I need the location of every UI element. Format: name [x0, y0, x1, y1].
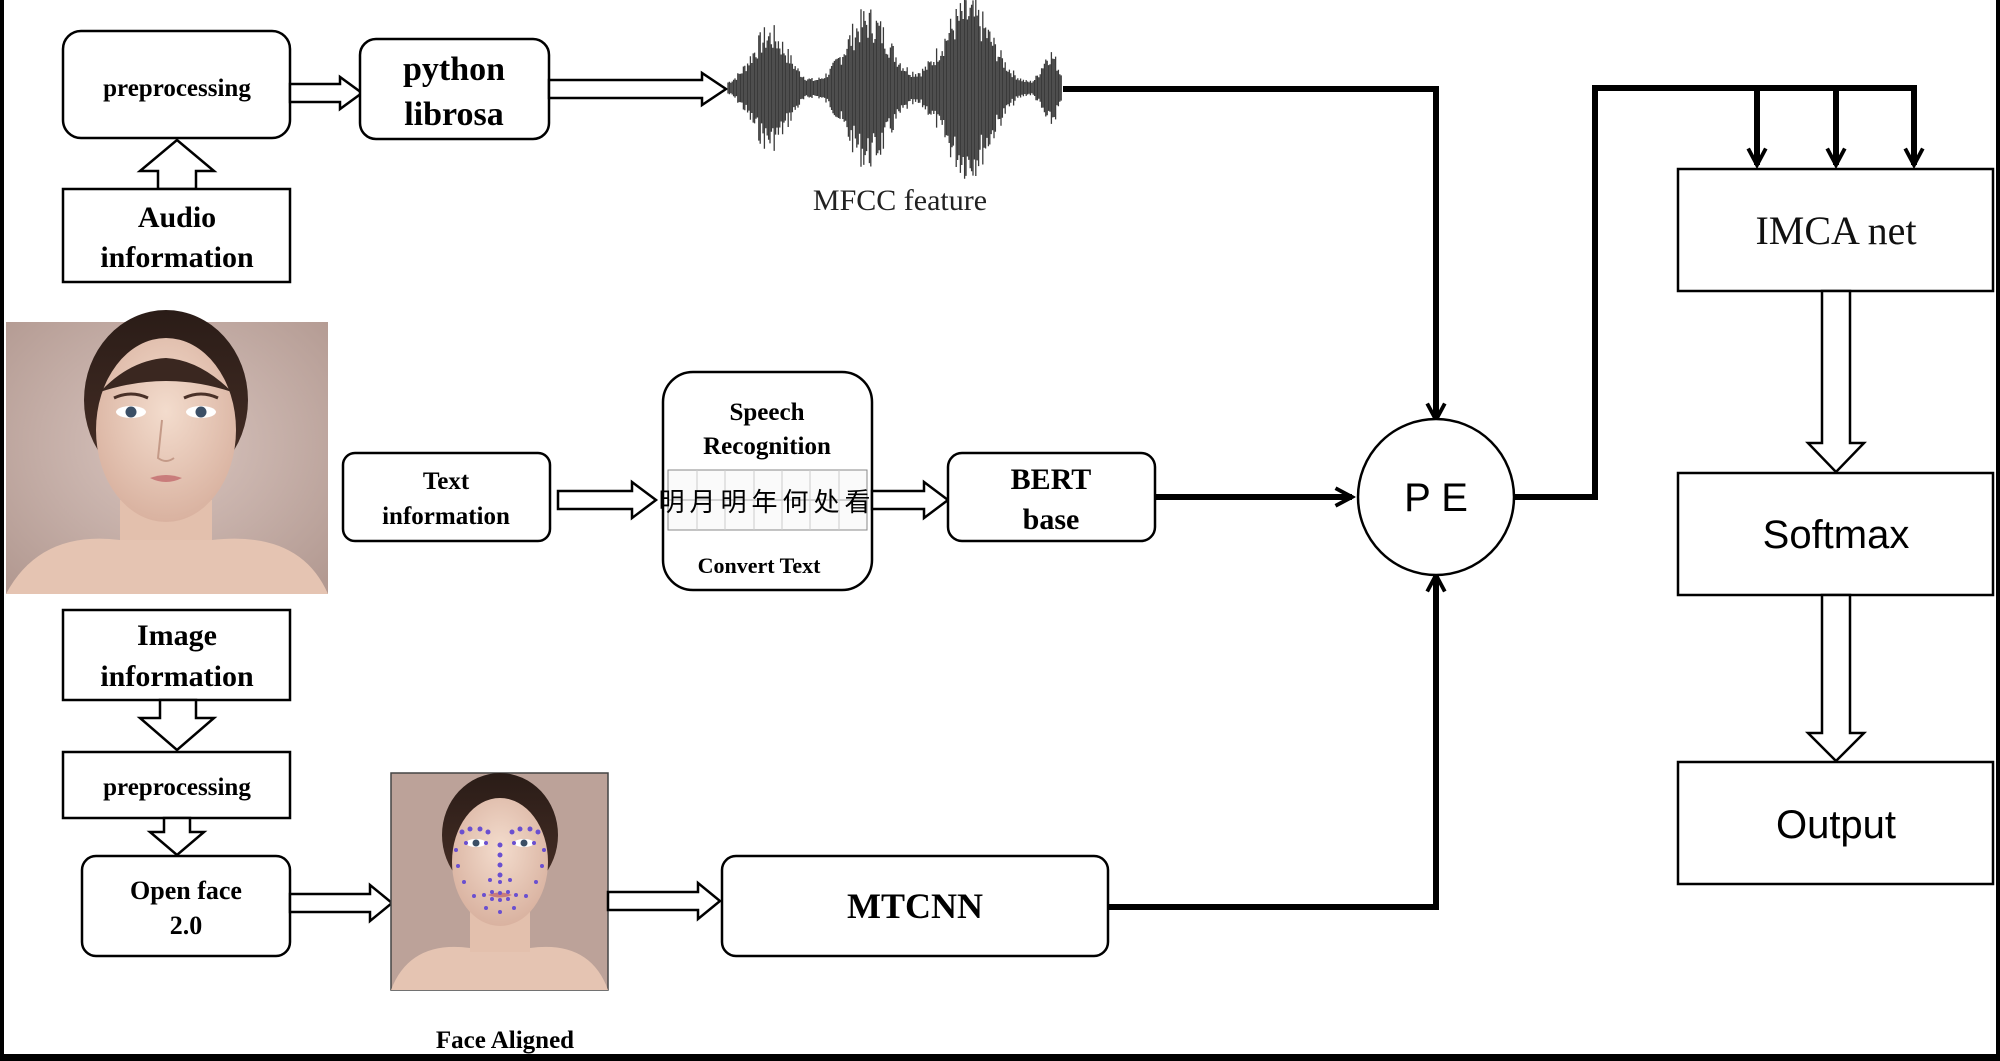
- arrow-mfcc-to-pe: [1063, 86, 1436, 420]
- speech-label: Speech: [730, 399, 805, 426]
- audio-information-box: Audio information: [61, 187, 292, 284]
- text-information-box: Text information: [341, 451, 552, 543]
- waveform-trace: [727, 0, 1062, 179]
- face-aligned-caption: Face Aligned: [436, 1027, 574, 1054]
- python-librosa-box: python librosa: [358, 37, 551, 141]
- face-landmarks: [454, 826, 546, 914]
- softmax-box: Softmax: [1676, 471, 1995, 597]
- face-photo: [6, 310, 328, 594]
- aligned-face-photo: [390, 772, 609, 991]
- hollow-arrow-librosa-to-waveform: [547, 70, 729, 108]
- pe-fusion-node: P E: [1356, 417, 1516, 577]
- text-info-line2: information: [382, 503, 510, 530]
- output-box: Output: [1676, 760, 1995, 886]
- hollow-arrow-aligned-to-mtcnn: [606, 880, 722, 922]
- pe-label: P E: [1404, 476, 1468, 520]
- bert-base-box: BERT base: [946, 451, 1157, 543]
- output-label: Output: [1776, 803, 1896, 847]
- mtcnn-label: MTCNN: [847, 886, 983, 926]
- softmax-label: Softmax: [1763, 513, 1910, 557]
- python-label: python: [403, 51, 505, 88]
- librosa-label: librosa: [404, 96, 504, 133]
- hollow-arrow-imca-to-softmax: [1805, 289, 1867, 474]
- recognition-label: Recognition: [703, 433, 831, 460]
- image-info-line2: information: [100, 660, 254, 693]
- mfcc-waveform: [727, 0, 1062, 179]
- chinese-sample-text: 明月明年何处看: [658, 488, 875, 517]
- image-info-line1: Image: [137, 619, 217, 652]
- audio-preprocessing-box: preprocessing: [61, 29, 292, 140]
- open-face-label: Open face: [130, 876, 242, 905]
- hollow-arrow-audio-pre-to-librosa: [288, 74, 365, 112]
- imca-net-box: IMCA net: [1676, 167, 1995, 293]
- audio-info-line2: information: [100, 241, 254, 274]
- image-information-box: Image information: [61, 608, 292, 702]
- mtcnn-box: MTCNN: [720, 854, 1110, 958]
- hollow-arrow-text-to-asr: [556, 479, 659, 521]
- chinese-text-strip: 明月明年何处看: [658, 469, 875, 531]
- hollow-arrow-audio-info-up: [136, 138, 218, 191]
- text-info-line1: Text: [423, 468, 470, 495]
- speech-recognition-box: Speech Recognition 明月明年何处看 Convert Text: [658, 370, 875, 592]
- hollow-arrow-pre-to-openface: [146, 816, 208, 857]
- arrow-mtcnn-to-pe: [1108, 575, 1436, 910]
- hollow-arrow-image-to-pre: [136, 698, 218, 752]
- bert-label: BERT: [1011, 463, 1092, 496]
- image-preprocessing-label: preprocessing: [103, 774, 251, 801]
- base-label: base: [1023, 503, 1080, 536]
- imca-net-label: IMCA net: [1755, 208, 1916, 253]
- open-face-box: Open face 2.0: [80, 854, 292, 958]
- image-preprocessing-box: preprocessing: [61, 750, 292, 820]
- hollow-arrow-softmax-to-output: [1804, 593, 1868, 763]
- hollow-arrow-asr-to-bert: [870, 479, 951, 521]
- hollow-arrow-openface-to-aligned: [288, 882, 394, 924]
- audio-info-line1: Audio: [138, 201, 216, 234]
- open-face-version: 2.0: [170, 911, 203, 940]
- convert-text-caption: Convert Text: [698, 553, 822, 578]
- mfcc-feature-label: MFCC feature: [813, 184, 987, 217]
- audio-preprocessing-label: preprocessing: [103, 75, 251, 102]
